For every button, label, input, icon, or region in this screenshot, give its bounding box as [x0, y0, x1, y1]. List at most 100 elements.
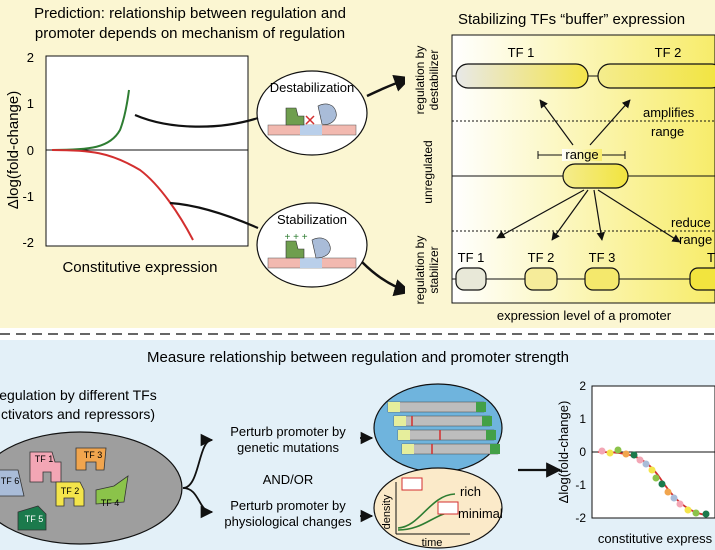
reduces-label-2: range — [679, 232, 712, 247]
stabilization-plus-marks: + + + — [284, 232, 307, 243]
data-point — [702, 510, 710, 518]
arrow-up-left — [539, 99, 574, 146]
tf6-shape-label: TF 6 — [1, 476, 20, 486]
tf5-shape — [17, 505, 47, 531]
stab-tf3-pill — [584, 267, 620, 291]
perturb-genetic-2: genetic mutations — [237, 440, 339, 455]
growth-y-label: density — [381, 494, 393, 529]
y-tick-1: 1 — [27, 96, 34, 111]
perturb-physio-2: physiological changes — [224, 514, 352, 529]
data-point — [636, 456, 644, 464]
destabilizer-connector — [134, 113, 259, 128]
stabilizer-curve — [51, 149, 194, 241]
and-or-label: AND/OR — [263, 472, 314, 487]
tf4-shape-label: TF 4 — [101, 498, 120, 508]
tfs-label-line2: ctivators and repressors) — [1, 406, 155, 422]
result-y-label: Δlog(fold-change) — [556, 401, 571, 504]
data-point — [658, 480, 666, 488]
row-stab-label-2: stabilizer — [427, 246, 441, 293]
destab-tf1-label: TF 1 — [508, 45, 535, 60]
stab-tf3-label: TF 3 — [589, 250, 616, 265]
result-y-tick-neg1: -1 — [575, 478, 586, 492]
stab-tf2-pill — [524, 267, 558, 291]
bottom-title: Measure relationship between regulation … — [147, 349, 569, 366]
result-y-tick-neg2: -2 — [575, 511, 586, 525]
growth-x-label: time — [422, 537, 443, 549]
growth-minimal-label: minimal — [458, 506, 503, 521]
prediction-y-label: Δlog(fold-change) — [5, 91, 22, 209]
top-left-title-line1: Prediction: relationship between regulat… — [34, 5, 346, 22]
unregulated-pill — [562, 163, 629, 189]
y-ticks: 2 1 0 -1 -2 — [22, 50, 34, 250]
y-tick-0: 0 — [27, 143, 34, 158]
stabilization-label: Stabilization — [277, 212, 347, 227]
stabilization-icon — [267, 237, 357, 269]
growth-rich-label: rich — [460, 484, 481, 499]
destab-tf2-label: TF 2 — [655, 45, 682, 60]
data-point — [630, 451, 638, 459]
tf2-shape-label: TF 2 — [61, 486, 80, 496]
result-y-ticks: 2 1 0 -1 -2 — [575, 379, 586, 525]
top-right-title: Stabilizing TFs “buffer” expression — [458, 11, 685, 28]
row-destab-label-2: destabilizer — [427, 50, 441, 111]
top-left-title-line2: promoter depends on mechanism of regulat… — [35, 25, 345, 42]
y-tick-neg1: -1 — [22, 189, 34, 204]
data-point — [692, 509, 700, 517]
destab-tf1-pill — [455, 63, 589, 89]
data-point — [648, 466, 656, 474]
tf2-shape — [55, 481, 85, 507]
row-stab-label-1: regulation by — [413, 236, 427, 305]
destabilizer-curve — [51, 89, 130, 151]
destabilization-icon — [267, 103, 357, 136]
row-labels: regulation by destabilizer unregulated r… — [413, 46, 441, 305]
mutant-promoter-library — [387, 401, 500, 455]
result-y-tick-2: 2 — [579, 379, 586, 393]
data-point — [664, 488, 672, 496]
y-tick-neg2: -2 — [22, 235, 34, 250]
arrow-up-right — [589, 99, 631, 146]
stabilizer-connector — [169, 201, 259, 230]
amplifies-label-2: range — [651, 124, 684, 139]
top-right-x-label: expression level of a promoter — [497, 308, 672, 323]
row-destab-label-1: regulation by — [413, 46, 427, 115]
tf3-shape — [75, 447, 107, 471]
destab-tf2-pill — [597, 63, 715, 89]
cell-icon-1 — [401, 477, 423, 491]
row-unreg-label: unregulated — [421, 140, 435, 203]
tf1-shape-label: TF 1 — [35, 454, 54, 464]
arrow-to-genetic — [182, 433, 214, 489]
y-tick-2: 2 — [27, 50, 34, 65]
cell-icon-2 — [437, 501, 459, 515]
stab-tf1-label: TF 1 — [458, 250, 485, 265]
stab-tf1-pill — [455, 267, 487, 291]
data-point — [642, 460, 650, 468]
result-data-points — [598, 446, 710, 518]
result-y-tick-0: 0 — [579, 445, 586, 459]
rich-growth-curve — [397, 493, 456, 529]
data-point — [684, 506, 692, 514]
range-label: range — [565, 147, 598, 162]
tf3-shape-label: TF 3 — [84, 450, 103, 460]
data-point — [676, 500, 684, 508]
arrow-to-tf1 — [496, 189, 585, 239]
arrow-to-tf3 — [593, 189, 605, 241]
data-point — [606, 449, 614, 457]
destabilization-label: Destabilization — [270, 80, 355, 95]
arrow-to-physio — [182, 487, 214, 519]
stab-tf2-label: TF 2 — [528, 250, 555, 265]
arrow-to-tf2 — [551, 189, 589, 241]
data-point — [652, 474, 660, 482]
prediction-x-label: Constitutive expression — [62, 259, 217, 276]
tf1-shape — [29, 451, 62, 483]
arrow-to-tf4 — [597, 189, 681, 243]
result-y-tick-1: 1 — [579, 412, 586, 426]
amplifies-label-1: amplifies — [643, 105, 695, 120]
data-point — [598, 447, 606, 455]
stab-tf4-label: TF — [707, 250, 715, 265]
tf6-shape — [0, 469, 25, 497]
tf5-shape-label: TF 5 — [25, 514, 44, 524]
result-x-label: constitutive express — [598, 531, 713, 546]
perturb-physio-1: Perturb promoter by — [230, 498, 346, 513]
tf-shapes: TF 1 TF 2 TF 3 TF 4 TF 5 TF 6 — [0, 447, 129, 531]
